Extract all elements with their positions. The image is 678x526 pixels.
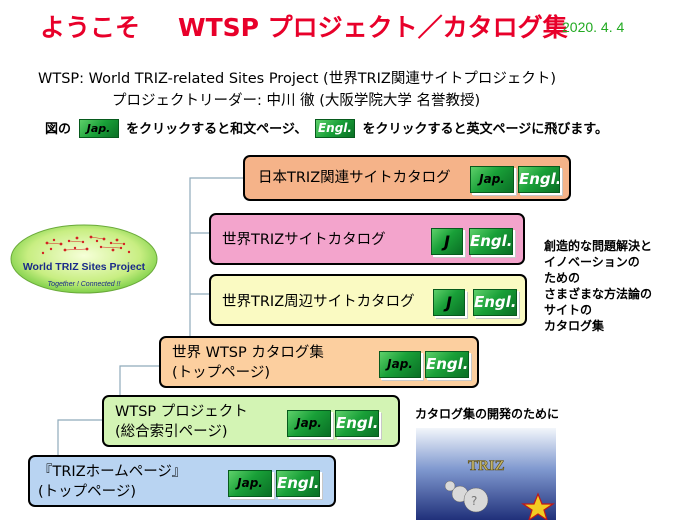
triz-thinking-image: TRIZ ? [416,428,556,520]
badge-text: Engl. [474,293,517,311]
badge-text: Engl. [426,355,469,373]
side-note: 創造的な問題解決と イノベーションの ための さまざまな方法論の サイトの カタ… [544,238,652,334]
instr-text-1: 図の [45,122,72,137]
world-related-catalog-box: 世界TRIZ周辺サイトカタログ J Engl. [209,274,527,326]
logo-tagline: Together ! Connected !! [48,281,121,288]
side-note-line: イノベーションの [544,255,640,269]
side-note-line: さまざまな方法論の [544,287,653,301]
wtsp-catalog-top-engl-button[interactable]: Engl. [425,351,469,378]
side-note-line: 創造的な問題解決と [544,239,653,253]
wtsp-project-index-label: WTSP プロジェクト [115,404,248,420]
wtsp-catalog-top-label: 世界 WTSP カタログ集 [172,345,324,361]
world-catalog-engl-button[interactable]: Engl. [469,228,513,255]
badge-text: Jap. [237,476,263,490]
instr-text-2: をクリックすると和文ページ、 [126,122,308,137]
triz-home-label: 『TRIZホームページ』 [38,464,187,480]
dev-note: カタログ集の開発のために [415,407,560,421]
wtsp-catalog-top-box: 世界 WTSP カタログ集 (トップページ) Jap. Engl. [159,336,479,388]
world-related-catalog-label: 世界TRIZ周辺サイトカタログ [222,294,415,310]
triz-home-box: 『TRIZホームページ』 (トップページ) Jap. Engl. [28,455,336,507]
japan-catalog-box: 日本TRIZ関連サイトカタログ Jap. Engl. [243,155,571,201]
triz-image-text: TRIZ [468,458,505,474]
japan-catalog-engl-button[interactable]: Engl. [518,166,560,193]
badge-text: Jap. [296,416,322,430]
triz-home-engl-button[interactable]: Engl. [276,470,320,497]
title-main: WTSP プロジェクト／カタログ集 [178,13,568,42]
jap-badge-icon: Jap. [78,119,119,138]
badge-text: J [444,232,450,251]
world-catalog-j-button[interactable]: J [431,228,463,255]
world-catalog-box: 世界TRIZサイトカタログ J Engl. [209,213,525,265]
japan-catalog-jap-button[interactable]: Jap. [470,166,514,193]
triz-home-sublabel: (トップページ) [38,484,137,500]
side-note-line: サイトの [544,303,593,317]
page-title: ようこそ WTSP プロジェクト／カタログ集 [40,8,568,44]
wtsp-project-index-jap-button[interactable]: Jap. [287,410,331,437]
world-related-catalog-engl-button[interactable]: Engl. [473,289,517,316]
triz-home-jap-button[interactable]: Jap. [228,470,272,497]
logo-title: World TRIZ Sites Project [23,261,146,273]
wtsp-project-index-sublabel: (総合索引ページ) [115,424,228,440]
wtsp-project-index-engl-button[interactable]: Engl. [335,410,379,437]
japan-catalog-label: 日本TRIZ関連サイトカタログ [258,170,451,186]
world-catalog-label: 世界TRIZサイトカタログ [222,232,386,248]
side-note-line: ための [544,271,581,285]
jap-badge-text: Jap. [86,122,111,135]
badge-text: Engl. [336,414,379,432]
wtsp-catalog-top-jap-button[interactable]: Jap. [379,351,421,378]
engl-badge-icon: Engl. [314,119,355,138]
badge-text: Engl. [470,232,513,250]
badge-text: Engl. [519,170,560,188]
badge-text: J [446,293,452,312]
subtitle-line1: WTSP: World TRIZ-related Sites Project (… [38,71,556,87]
badge-text: Jap. [479,172,505,186]
title-welcome: ようこそ [40,13,141,42]
instr-text-3: をクリックすると英文ページに飛びます。 [362,122,608,137]
wtsp-project-index-box: WTSP プロジェクト (総合索引ページ) Jap. Engl. [102,395,400,447]
star-icon [521,492,555,520]
question-icon: ? [471,494,477,508]
instructions: 図の Jap. をクリックすると和文ページ、 Engl. をクリックすると英文ペ… [45,118,608,139]
subtitle-line2: プロジェクトリーダー: 中川 徹 (大阪学院大学 名誉教授) [112,93,481,109]
engl-badge-text: Engl. [317,121,352,135]
wtsp-logo: World TRIZ Sites Project Together ! Conn… [10,224,158,294]
badge-text: Engl. [277,474,320,492]
date-label: 2020. 4. 4 [562,19,625,35]
side-note-line: カタログ集 [544,319,605,333]
wtsp-catalog-top-sublabel: (トップページ) [172,365,271,381]
world-related-catalog-j-button[interactable]: J [433,289,465,316]
badge-text: Jap. [387,357,413,371]
